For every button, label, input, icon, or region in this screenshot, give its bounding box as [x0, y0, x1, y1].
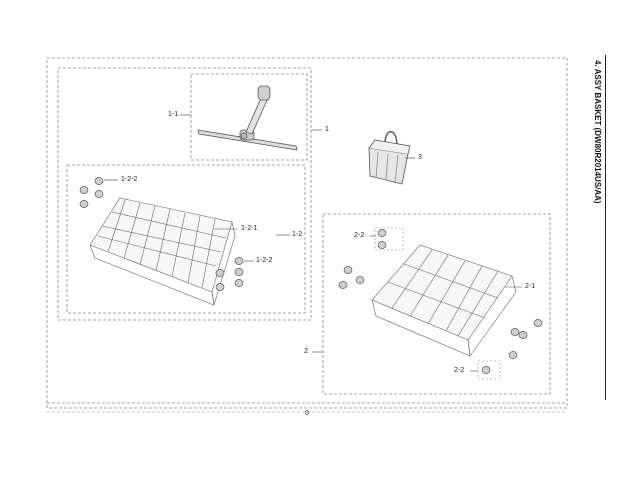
label-upper-rollers-top: 1-2-2	[121, 176, 138, 183]
label-upper-assy: 1	[325, 126, 329, 133]
title-divider	[605, 55, 606, 400]
page-title: 4. ASSY BASKET (DW80R2014US/AA)	[593, 60, 602, 204]
label-assembly: 0	[305, 410, 309, 417]
lower-rollers-top-part	[338, 229, 387, 289]
label-spray-arm: 1-1	[168, 111, 179, 118]
label-lower-rollers-bottom: 2-2	[454, 367, 465, 374]
lower-rack-part	[371, 244, 517, 357]
spray-arm-part	[197, 85, 298, 151]
spray-arm-outline	[190, 73, 308, 161]
upper-rack-outline	[66, 164, 306, 314]
lower-rollers-bottom-part	[481, 319, 543, 374]
label-lower-rack: 2-1	[525, 283, 536, 290]
label-lower-rollers-top: 2-2	[354, 232, 365, 239]
label-cutlery-basket: 3	[418, 154, 422, 161]
upper-rollers-top-part	[79, 177, 104, 208]
upper-rack-part	[89, 197, 236, 306]
upper-rollers-bottom-part	[215, 257, 244, 291]
label-upper-rollers-bottom: 1-2-2	[256, 257, 273, 264]
cutlery-basket-part	[368, 131, 411, 185]
label-lower-assy: 2	[304, 348, 308, 355]
label-upper-rack: 1-2-1	[241, 225, 258, 232]
assembly-outline	[46, 57, 568, 409]
upper-assy-outline	[57, 67, 312, 321]
label-upper-rack-assy: 1-2	[292, 231, 303, 238]
lower-assy-outline	[322, 213, 551, 395]
